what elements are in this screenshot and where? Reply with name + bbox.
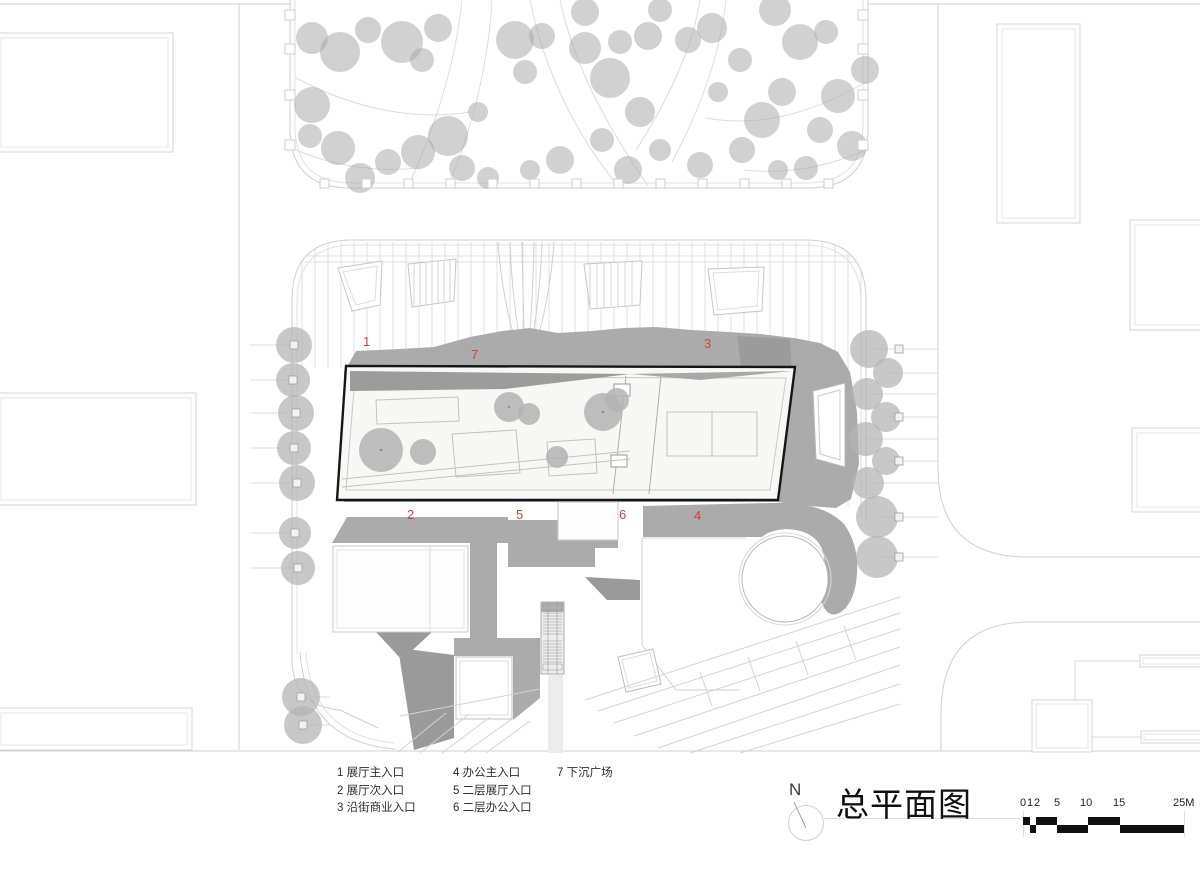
skylight-right [812, 382, 846, 468]
building-se-outline [641, 537, 746, 691]
entrance-marker-5: 5 [516, 507, 524, 522]
building-sw [332, 545, 469, 633]
title-rule [824, 818, 1020, 819]
legend-column-2: 4 办公主入口 5 二层展厅入口 6 二层办公入口 [453, 765, 557, 818]
legend-column-1: 1 展厅主入口 2 展厅次入口 3 沿街商业入口 [337, 765, 453, 818]
legend-item: 6 二层办公入口 [453, 802, 532, 814]
legend-item: 5 二层展厅入口 [453, 784, 532, 797]
legend-item: 2 展厅次入口 [337, 784, 405, 797]
scale-label-5: 5 [1054, 797, 1061, 809]
scale-label-0: 0 [1020, 797, 1027, 809]
legend: 1 展厅主入口 2 展厅次入口 3 沿街商业入口 4 办公主入口 5 二层展厅入… [337, 765, 613, 818]
entrance-marker-3: 3 [704, 336, 712, 351]
scale-tick [1184, 811, 1185, 837]
main-building [335, 364, 797, 502]
lower-plaza [299, 501, 901, 754]
context-parcels [0, 23, 1200, 753]
round-plaza [738, 532, 832, 626]
north-label: N [789, 780, 802, 799]
legend-item: 7 下沉广场 [557, 767, 613, 779]
park-block [284, 0, 879, 193]
north-needle-icon [793, 801, 807, 829]
legend-item: 1 展厅主入口 [337, 767, 405, 779]
entrance-marker-4: 4 [694, 508, 702, 523]
kiosk-tilted [617, 648, 662, 693]
diagonal-paths [397, 596, 901, 754]
north-arrow-icon [788, 805, 824, 841]
pavilion-lower [455, 656, 513, 720]
site-plan-drawing [0, 0, 1200, 754]
pavilion-upper [557, 501, 619, 541]
park-trees [294, 0, 879, 193]
scale-label-15: 15 [1113, 797, 1126, 809]
building-rooms [341, 396, 758, 488]
entrance-marker-2: 2 [407, 507, 415, 522]
entrance-marker-1: 1 [363, 334, 371, 349]
scale-label-25m: 25M [1173, 797, 1195, 809]
scale-label-10: 10 [1080, 797, 1093, 809]
entrance-marker-7: 7 [471, 347, 479, 362]
scale-label-1: 1 [1027, 797, 1034, 809]
scale-segment [1088, 817, 1120, 825]
park-crossing-ticks [284, 9, 869, 189]
scale-segment [1030, 825, 1036, 833]
scale-segment [1023, 817, 1030, 825]
scale-segment [1120, 825, 1184, 833]
entrance-marker-6: 6 [619, 507, 627, 522]
legend-item: 3 沿街商业入口 [337, 802, 416, 814]
skylights [337, 258, 765, 316]
legend-column-3: 7 下沉广场 [557, 765, 613, 818]
escalator [540, 601, 565, 675]
scale-segment [1057, 825, 1088, 833]
scale-bar: 0 1 2 5 10 15 25M [1018, 797, 1200, 841]
scale-label-2: 2 [1034, 797, 1041, 809]
scale-segment [1036, 817, 1057, 825]
curved-building-edge [299, 651, 396, 750]
page-title: 总平面图 [836, 786, 972, 823]
street-trees [250, 327, 938, 744]
legend-item: 4 办公主入口 [453, 767, 521, 779]
